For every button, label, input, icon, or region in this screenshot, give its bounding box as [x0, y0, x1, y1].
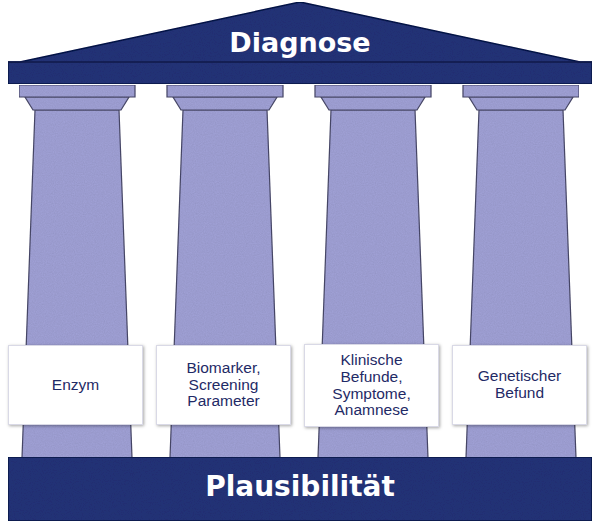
column-part — [25, 97, 129, 110]
base-band: Plausibilität — [8, 457, 592, 521]
label-box: Biomarker, Screening Parameter — [156, 345, 291, 425]
pillar-label: Enzym — [52, 377, 99, 394]
band-title: Diagnose — [8, 28, 592, 58]
column-part — [463, 85, 579, 97]
band-title: Plausibilität — [8, 472, 592, 503]
label-box: Klinische Befunde, Symptome, Anamnese — [304, 344, 439, 427]
column-part — [167, 85, 283, 97]
pillar-label: Klinische Befunde, Symptome, Anamnese — [313, 352, 430, 419]
label-box: Genetischer Befund — [452, 345, 587, 425]
column-part — [19, 85, 135, 97]
pillar-label: Biomarker, Screening Parameter — [165, 360, 282, 410]
column-part — [469, 97, 573, 110]
column-part — [315, 85, 431, 97]
pillar-label: Genetischer Befund — [461, 368, 578, 401]
column-part — [321, 97, 425, 110]
roof-band: Diagnose — [8, 0, 592, 86]
label-box: Enzym — [8, 345, 143, 425]
column-part — [173, 97, 277, 110]
